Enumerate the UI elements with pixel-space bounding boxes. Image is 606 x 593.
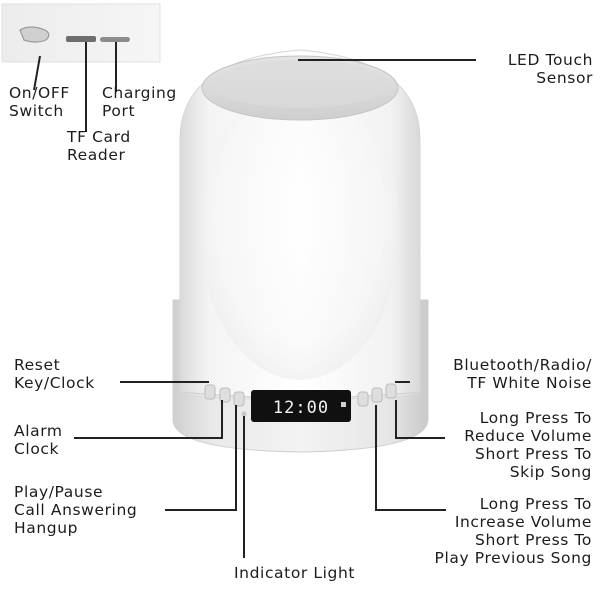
label-line: Short Press To bbox=[475, 445, 592, 463]
label-line: Hangup bbox=[14, 519, 79, 537]
label-line: Bluetooth/Radio/ bbox=[453, 356, 592, 374]
reset-button bbox=[204, 384, 216, 400]
label-line: TF White Noise bbox=[467, 374, 592, 392]
label-line: Port bbox=[102, 102, 136, 120]
play-pause-button bbox=[233, 391, 245, 407]
indicator-light-dot bbox=[241, 411, 247, 417]
label-indicator-light: Indicator Light bbox=[234, 564, 355, 582]
label-line: LED Touch bbox=[507, 51, 593, 69]
label-volume-up: Long Press To Increase Volume Short Pres… bbox=[435, 495, 592, 567]
clock-display bbox=[251, 390, 351, 422]
leader-volume-down bbox=[395, 400, 445, 439]
volume-up-button bbox=[357, 391, 369, 407]
label-on-off-switch: On/OFF Switch bbox=[9, 84, 70, 120]
label-line: Alarm bbox=[14, 422, 63, 440]
label-line: Reduce Volume bbox=[464, 427, 592, 445]
label-bluetooth-mode: Bluetooth/Radio/ TF White Noise bbox=[453, 356, 592, 392]
label-line: On/OFF bbox=[9, 84, 70, 102]
label-led-touch-sensor: LED Touch Sensor bbox=[508, 51, 593, 87]
label-line: Reset bbox=[14, 356, 61, 374]
label-line: Call Answering bbox=[14, 501, 138, 519]
label-line: Short Press To bbox=[475, 531, 592, 549]
ports-inset bbox=[1, 3, 161, 63]
clock-display-time: 12:00 bbox=[273, 398, 329, 418]
label-line: Clock bbox=[14, 440, 60, 458]
label-alarm-clock: Alarm Clock bbox=[14, 422, 63, 458]
label-tf-card-reader: TF Card Reader bbox=[67, 128, 131, 164]
label-reset-key-clock: Reset Key/Clock bbox=[14, 356, 95, 392]
label-line: Play Previous Song bbox=[434, 549, 592, 567]
label-charging-port: Charging Port bbox=[102, 84, 177, 120]
label-line: Switch bbox=[9, 102, 64, 120]
label-line: Key/Clock bbox=[14, 374, 95, 392]
tf-card-slot bbox=[66, 36, 96, 42]
label-line: Long Press To bbox=[479, 495, 592, 513]
label-volume-down: Long Press To Reduce Volume Short Press … bbox=[464, 409, 592, 481]
mode-button bbox=[385, 383, 397, 399]
volume-down-button bbox=[371, 387, 383, 403]
label-line: Reader bbox=[67, 146, 126, 164]
charging-port-slot bbox=[100, 37, 130, 42]
label-line: Increase Volume bbox=[454, 513, 592, 531]
alarm-button bbox=[219, 387, 231, 403]
lamp: 12:00 bbox=[172, 49, 429, 453]
label-line: Play/Pause bbox=[14, 483, 104, 501]
label-play-pause: Play/Pause Call Answering Hangup bbox=[14, 483, 137, 537]
label-line: Charging bbox=[102, 84, 177, 102]
leader-on-off-switch bbox=[33, 55, 41, 91]
label-line: Skip Song bbox=[509, 463, 592, 481]
on-off-switch-knob bbox=[19, 26, 50, 43]
label-line: Long Press To bbox=[479, 409, 592, 427]
leader-alarm-clock bbox=[74, 400, 223, 439]
label-line: TF Card bbox=[67, 128, 131, 146]
leader-volume-up bbox=[375, 405, 446, 511]
label-line: Sensor bbox=[536, 69, 593, 87]
label-line: Indicator Light bbox=[234, 564, 356, 582]
leader-lines bbox=[33, 42, 476, 558]
leader-play-pause bbox=[165, 405, 237, 511]
